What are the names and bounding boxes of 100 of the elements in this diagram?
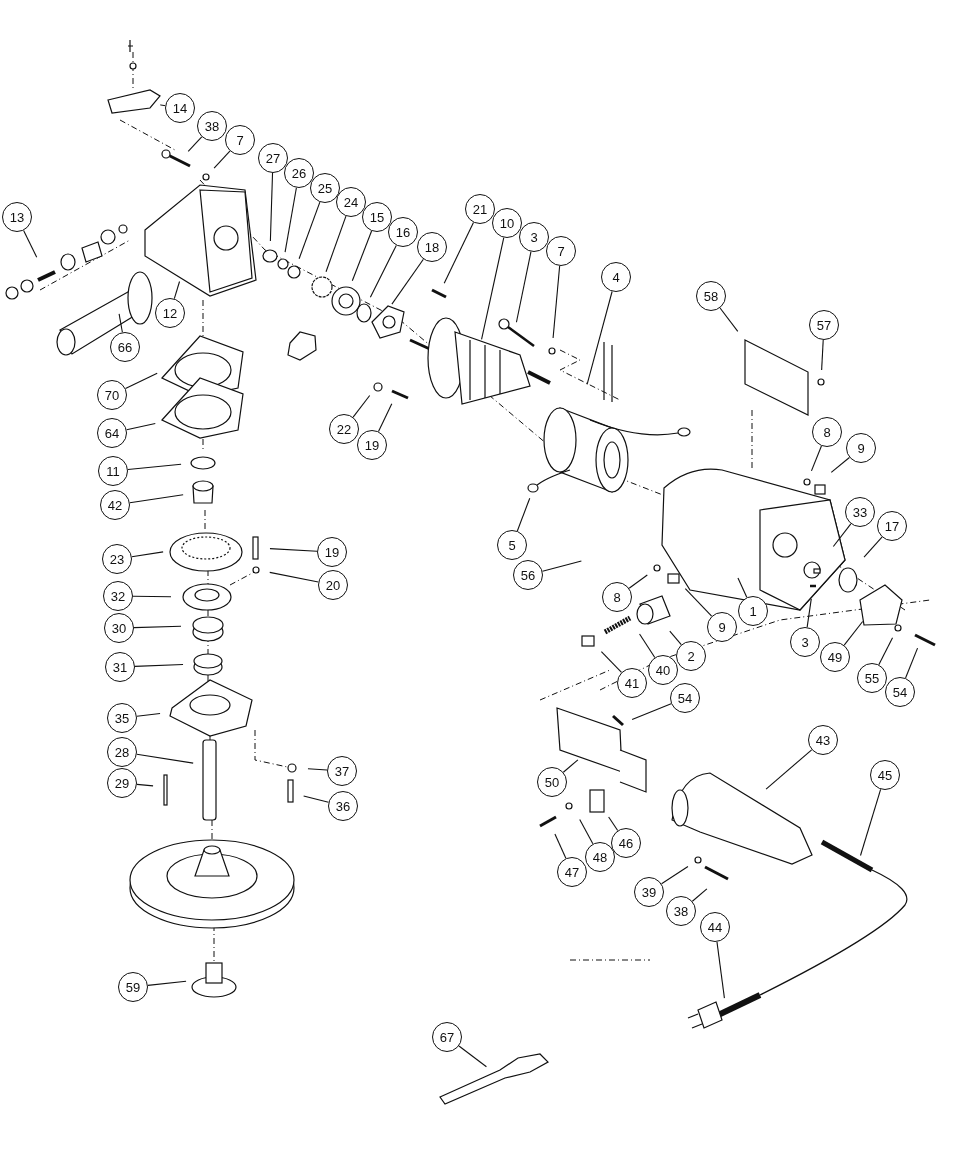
leader-line [684,588,713,617]
callout-number: 55 [857,663,887,693]
leader-line [719,307,739,332]
callout-number: 58 [696,281,726,311]
callout-number: 9 [707,612,737,642]
callout-number: 14 [165,93,195,123]
callout-number: 56 [513,560,543,590]
leader-line [863,536,883,558]
leader-line [136,753,194,764]
leader-line [147,980,187,986]
callout-number: 46 [611,828,641,858]
callout-number: 59 [118,972,148,1002]
leader-line [173,280,181,300]
callout-number: 3 [519,222,549,252]
callout-number: 23 [102,544,132,574]
leader-line [806,598,812,628]
leader-line [269,172,274,242]
callout-number: 7 [225,125,255,155]
callout-number: 64 [97,418,127,448]
callout-number: 12 [155,298,185,328]
leader-line [136,783,154,787]
callout-number: 18 [417,232,447,262]
callout-number: 48 [585,842,615,872]
leader-line [269,571,319,583]
callout-number: 10 [492,208,522,238]
leader-line [118,313,123,333]
leader-line [859,788,882,857]
leader-line [23,229,38,258]
leader-line [132,595,172,598]
callout-number: 26 [284,158,314,188]
callout-number: 28 [107,737,137,767]
callout-number: 42 [100,490,130,520]
leader-line [213,150,231,169]
leader-line [765,749,813,790]
leader-line [369,244,397,298]
leader-line [661,866,689,885]
leader-line [516,497,531,532]
leader-line [878,637,894,666]
leader-line [832,523,852,548]
callout-number: 38 [666,896,696,926]
leader-line [905,647,919,679]
callout-number: 45 [870,760,900,790]
callout-number: 66 [110,332,140,362]
leader-line [134,663,184,667]
leader-line [129,494,184,504]
callout-number: 2 [676,641,706,671]
leader-line [307,768,328,771]
callout-number: 50 [537,767,567,797]
callout-number: 22 [329,414,359,444]
callout-number: 47 [557,857,587,887]
leader-line [481,237,505,340]
leader-line [579,819,594,845]
leader-line [628,574,648,589]
leader-line [843,620,864,646]
leader-line [127,463,182,471]
leader-line [600,651,623,673]
leader-line [303,795,329,803]
leader-line [458,1045,487,1068]
leader-line [716,941,725,999]
leader-line [269,548,318,552]
leader-line [352,394,371,418]
leader-line [821,339,824,371]
callout-number: 31 [105,652,135,682]
callout-number: 15 [362,202,392,232]
callout-number: 54 [670,683,700,713]
leader-line [691,888,708,902]
leader-line [124,372,158,390]
leader-line [554,833,567,859]
callout-number: 11 [98,456,128,486]
callout-number: 19 [317,537,347,567]
callout-number: 7 [546,236,576,266]
callout-number: 44 [700,912,730,942]
callout-number: 32 [103,581,133,611]
leader-line [810,445,822,472]
leader-line [131,551,164,558]
leader-line [377,403,393,433]
leader-line [298,201,321,260]
callout-number: 21 [465,194,495,224]
leader-line [391,258,424,305]
leader-line [639,633,656,658]
callout-number: 5 [497,530,527,560]
callout-number: 38 [197,111,227,141]
callout-number: 16 [388,217,418,247]
leader-line [284,187,297,253]
callout-number: 70 [97,380,127,410]
leader-line [608,816,619,832]
callout-number: 1 [738,596,768,626]
callout-number: 29 [107,768,137,798]
callout-number: 35 [107,703,137,733]
callout-number: 30 [104,613,134,643]
leader-line [325,215,347,273]
callout-number: 33 [845,497,875,527]
leader-line [136,712,161,717]
leader-line [159,104,166,107]
callout-number: 20 [318,570,348,600]
callout-number: 36 [328,791,358,821]
callout-number: 37 [327,756,357,786]
leader-line [443,221,475,284]
callout-number: 8 [602,582,632,612]
callout-number: 49 [820,642,850,672]
